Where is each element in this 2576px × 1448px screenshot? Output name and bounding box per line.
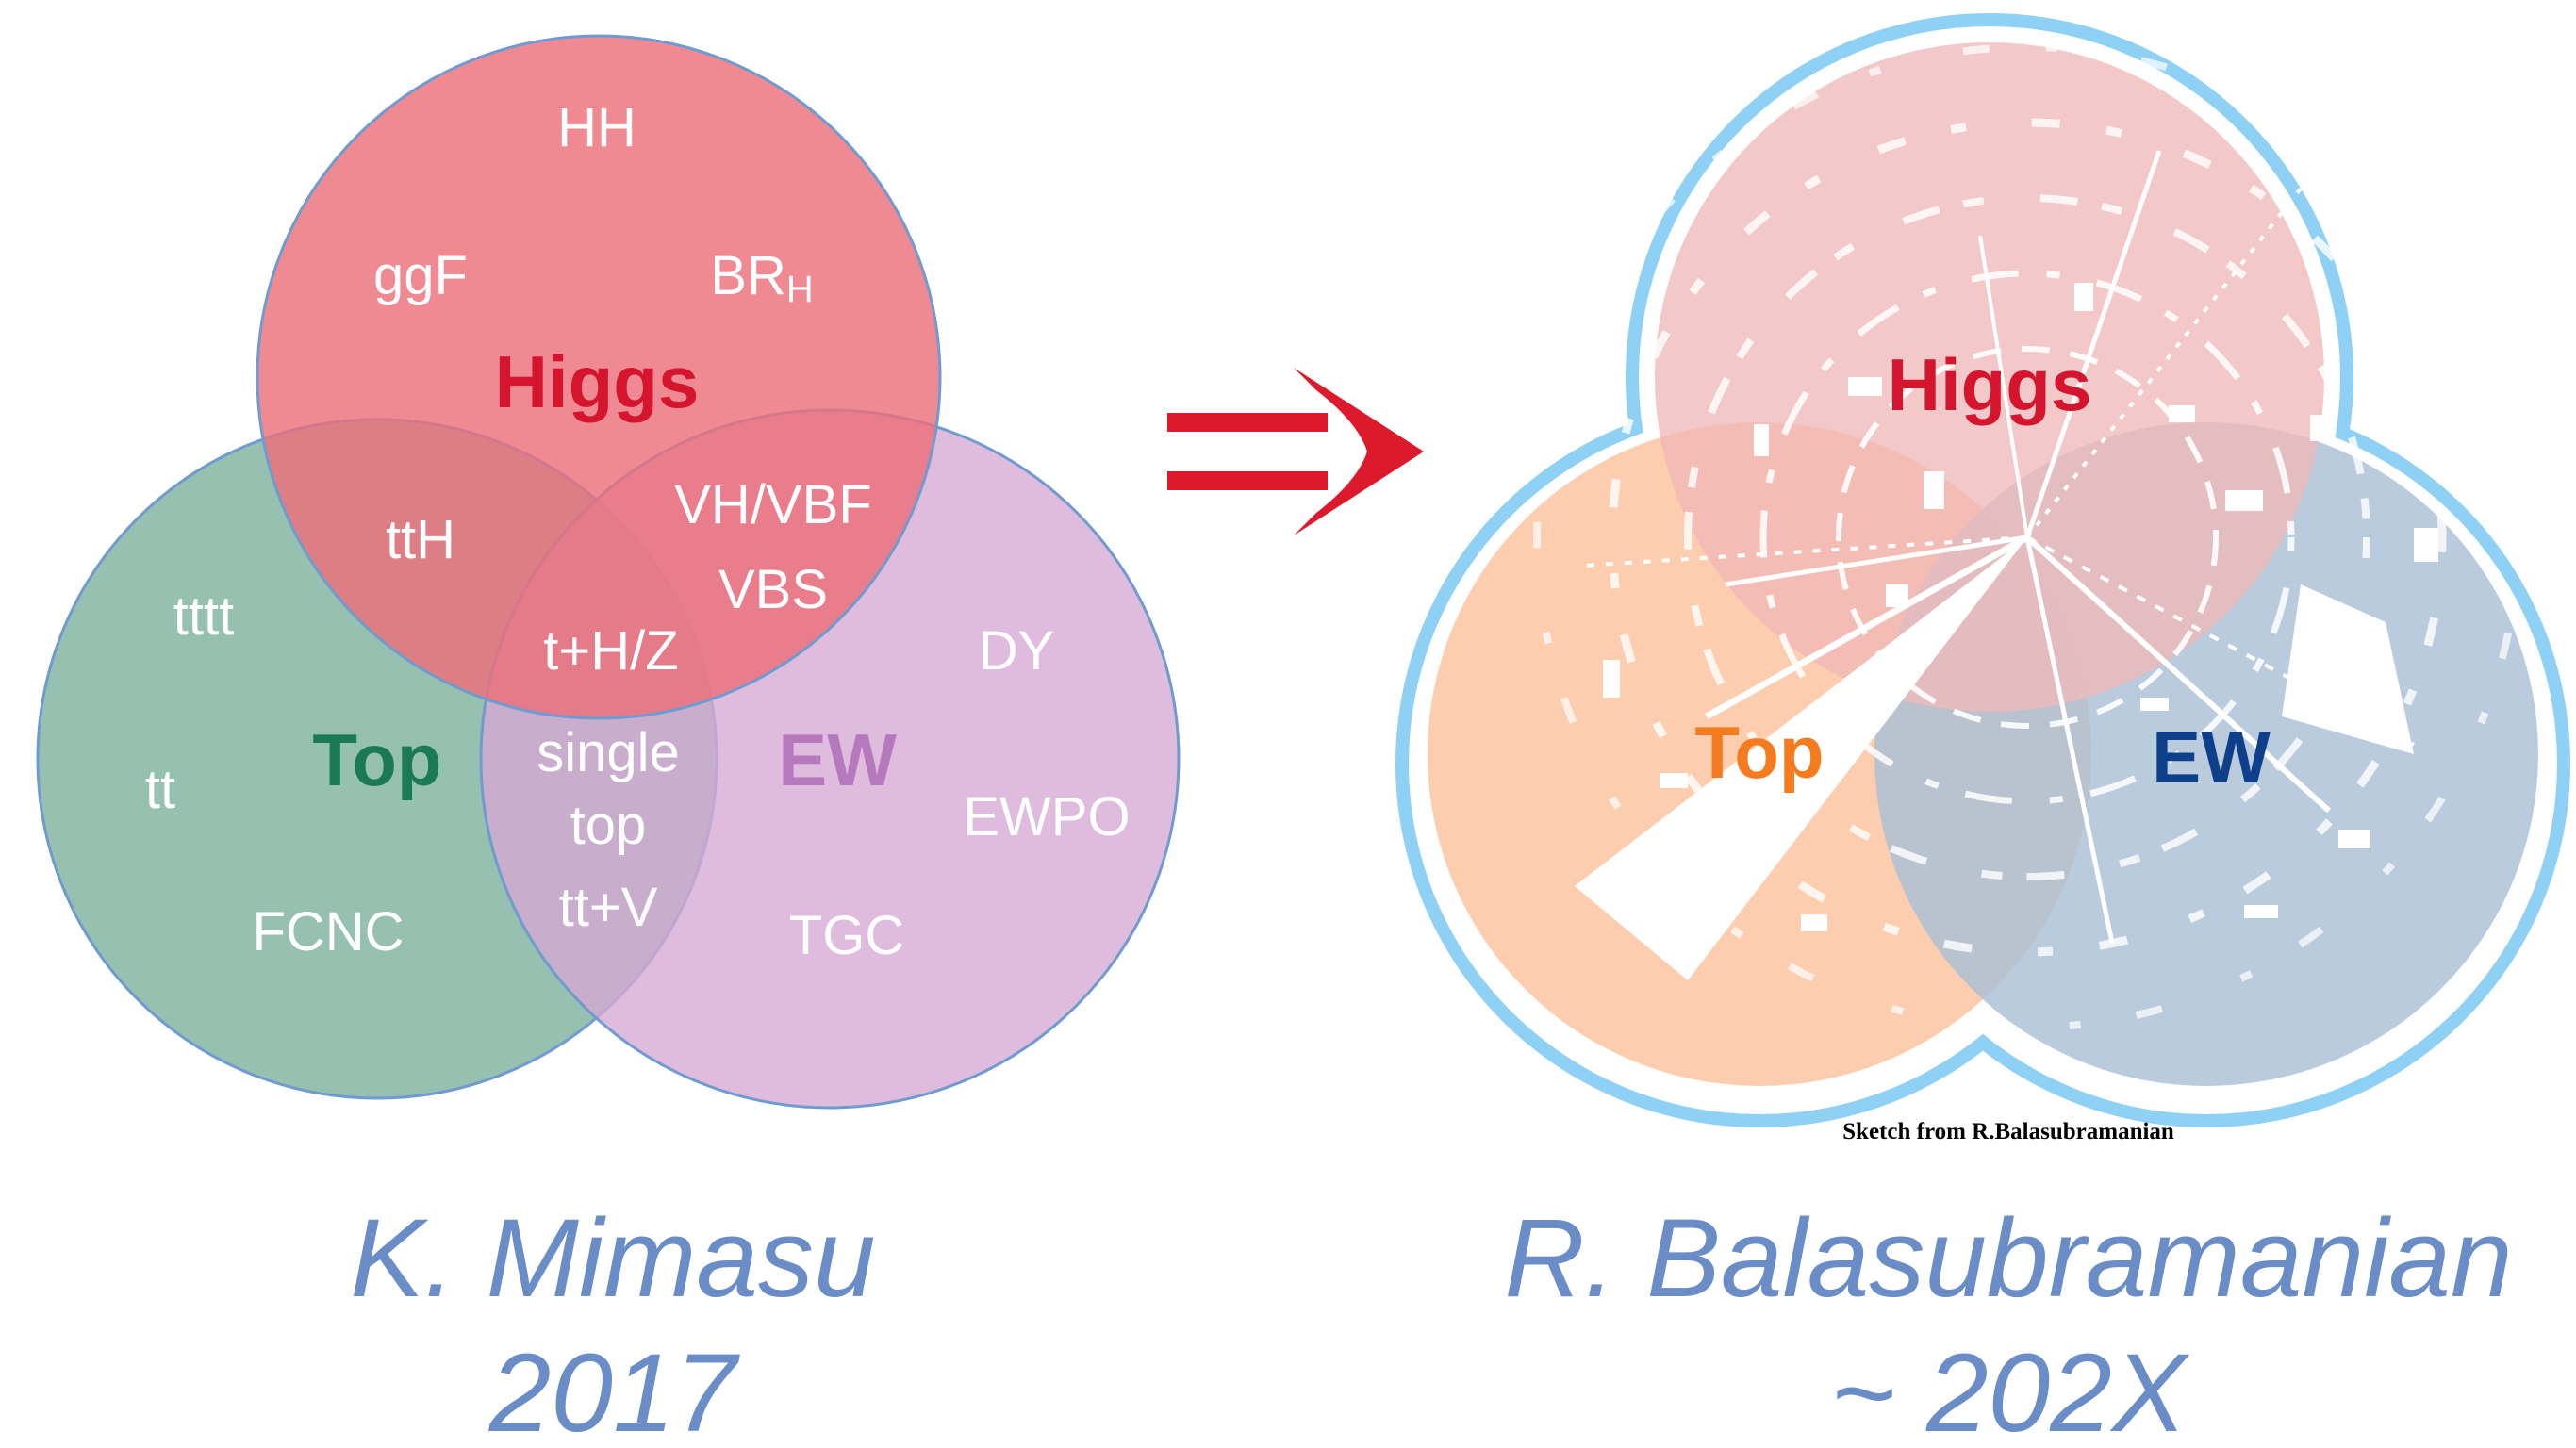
left-caption-year: 2017	[488, 1331, 741, 1448]
double-right-arrow-icon	[1167, 368, 1424, 535]
t-h-z-label: t+H/Z	[543, 620, 678, 682]
br-label: BRH	[710, 245, 813, 310]
fcnc-label: FCNC	[252, 901, 404, 963]
right-higgs-title: Higgs	[1888, 343, 2092, 426]
higgs-circle	[256, 34, 942, 720]
right-ew-title: EW	[2152, 716, 2271, 798]
vh-vbf-label: VH/VBF	[674, 474, 872, 535]
right-caption-year: ~ 202X	[1830, 1331, 2190, 1448]
right-higgs-circle	[1655, 42, 2324, 712]
single-label: single	[537, 722, 680, 783]
ggf-label: ggF	[373, 245, 468, 306]
tttt-label: tttt	[173, 585, 234, 647]
top-overlap-label: top	[570, 795, 647, 856]
br-subscript: H	[786, 269, 814, 310]
ttv-label: tt+V	[559, 877, 658, 938]
left-caption-author: K. Mimasu	[350, 1196, 875, 1321]
right-venn-diagram: Higgs Top EW Sketch from R.Balasubramani…	[1395, 13, 2570, 1144]
higgs-title: Higgs	[495, 340, 700, 423]
left-venn-diagram: Higgs Top EW HH ggF BRH tttt tt FCNC DY …	[36, 34, 1181, 1110]
tt-label: tt	[145, 759, 175, 820]
event-display-sketch	[1533, 43, 2521, 1031]
hh-label: HH	[557, 97, 636, 158]
right-top-title: Top	[1694, 711, 1824, 794]
ew-title: EW	[778, 718, 897, 801]
sketch-credit: Sketch from R.Balasubramanian	[1842, 1119, 2174, 1144]
vbs-label: VBS	[718, 559, 828, 620]
tth-label: ttH	[386, 509, 455, 570]
ewpo-label: EWPO	[963, 786, 1130, 847]
right-caption-author: R. Balasubramanian	[1504, 1196, 2512, 1321]
top-title: Top	[312, 718, 441, 801]
dy-label: DY	[979, 620, 1055, 682]
tgc-label: TGC	[789, 905, 904, 966]
